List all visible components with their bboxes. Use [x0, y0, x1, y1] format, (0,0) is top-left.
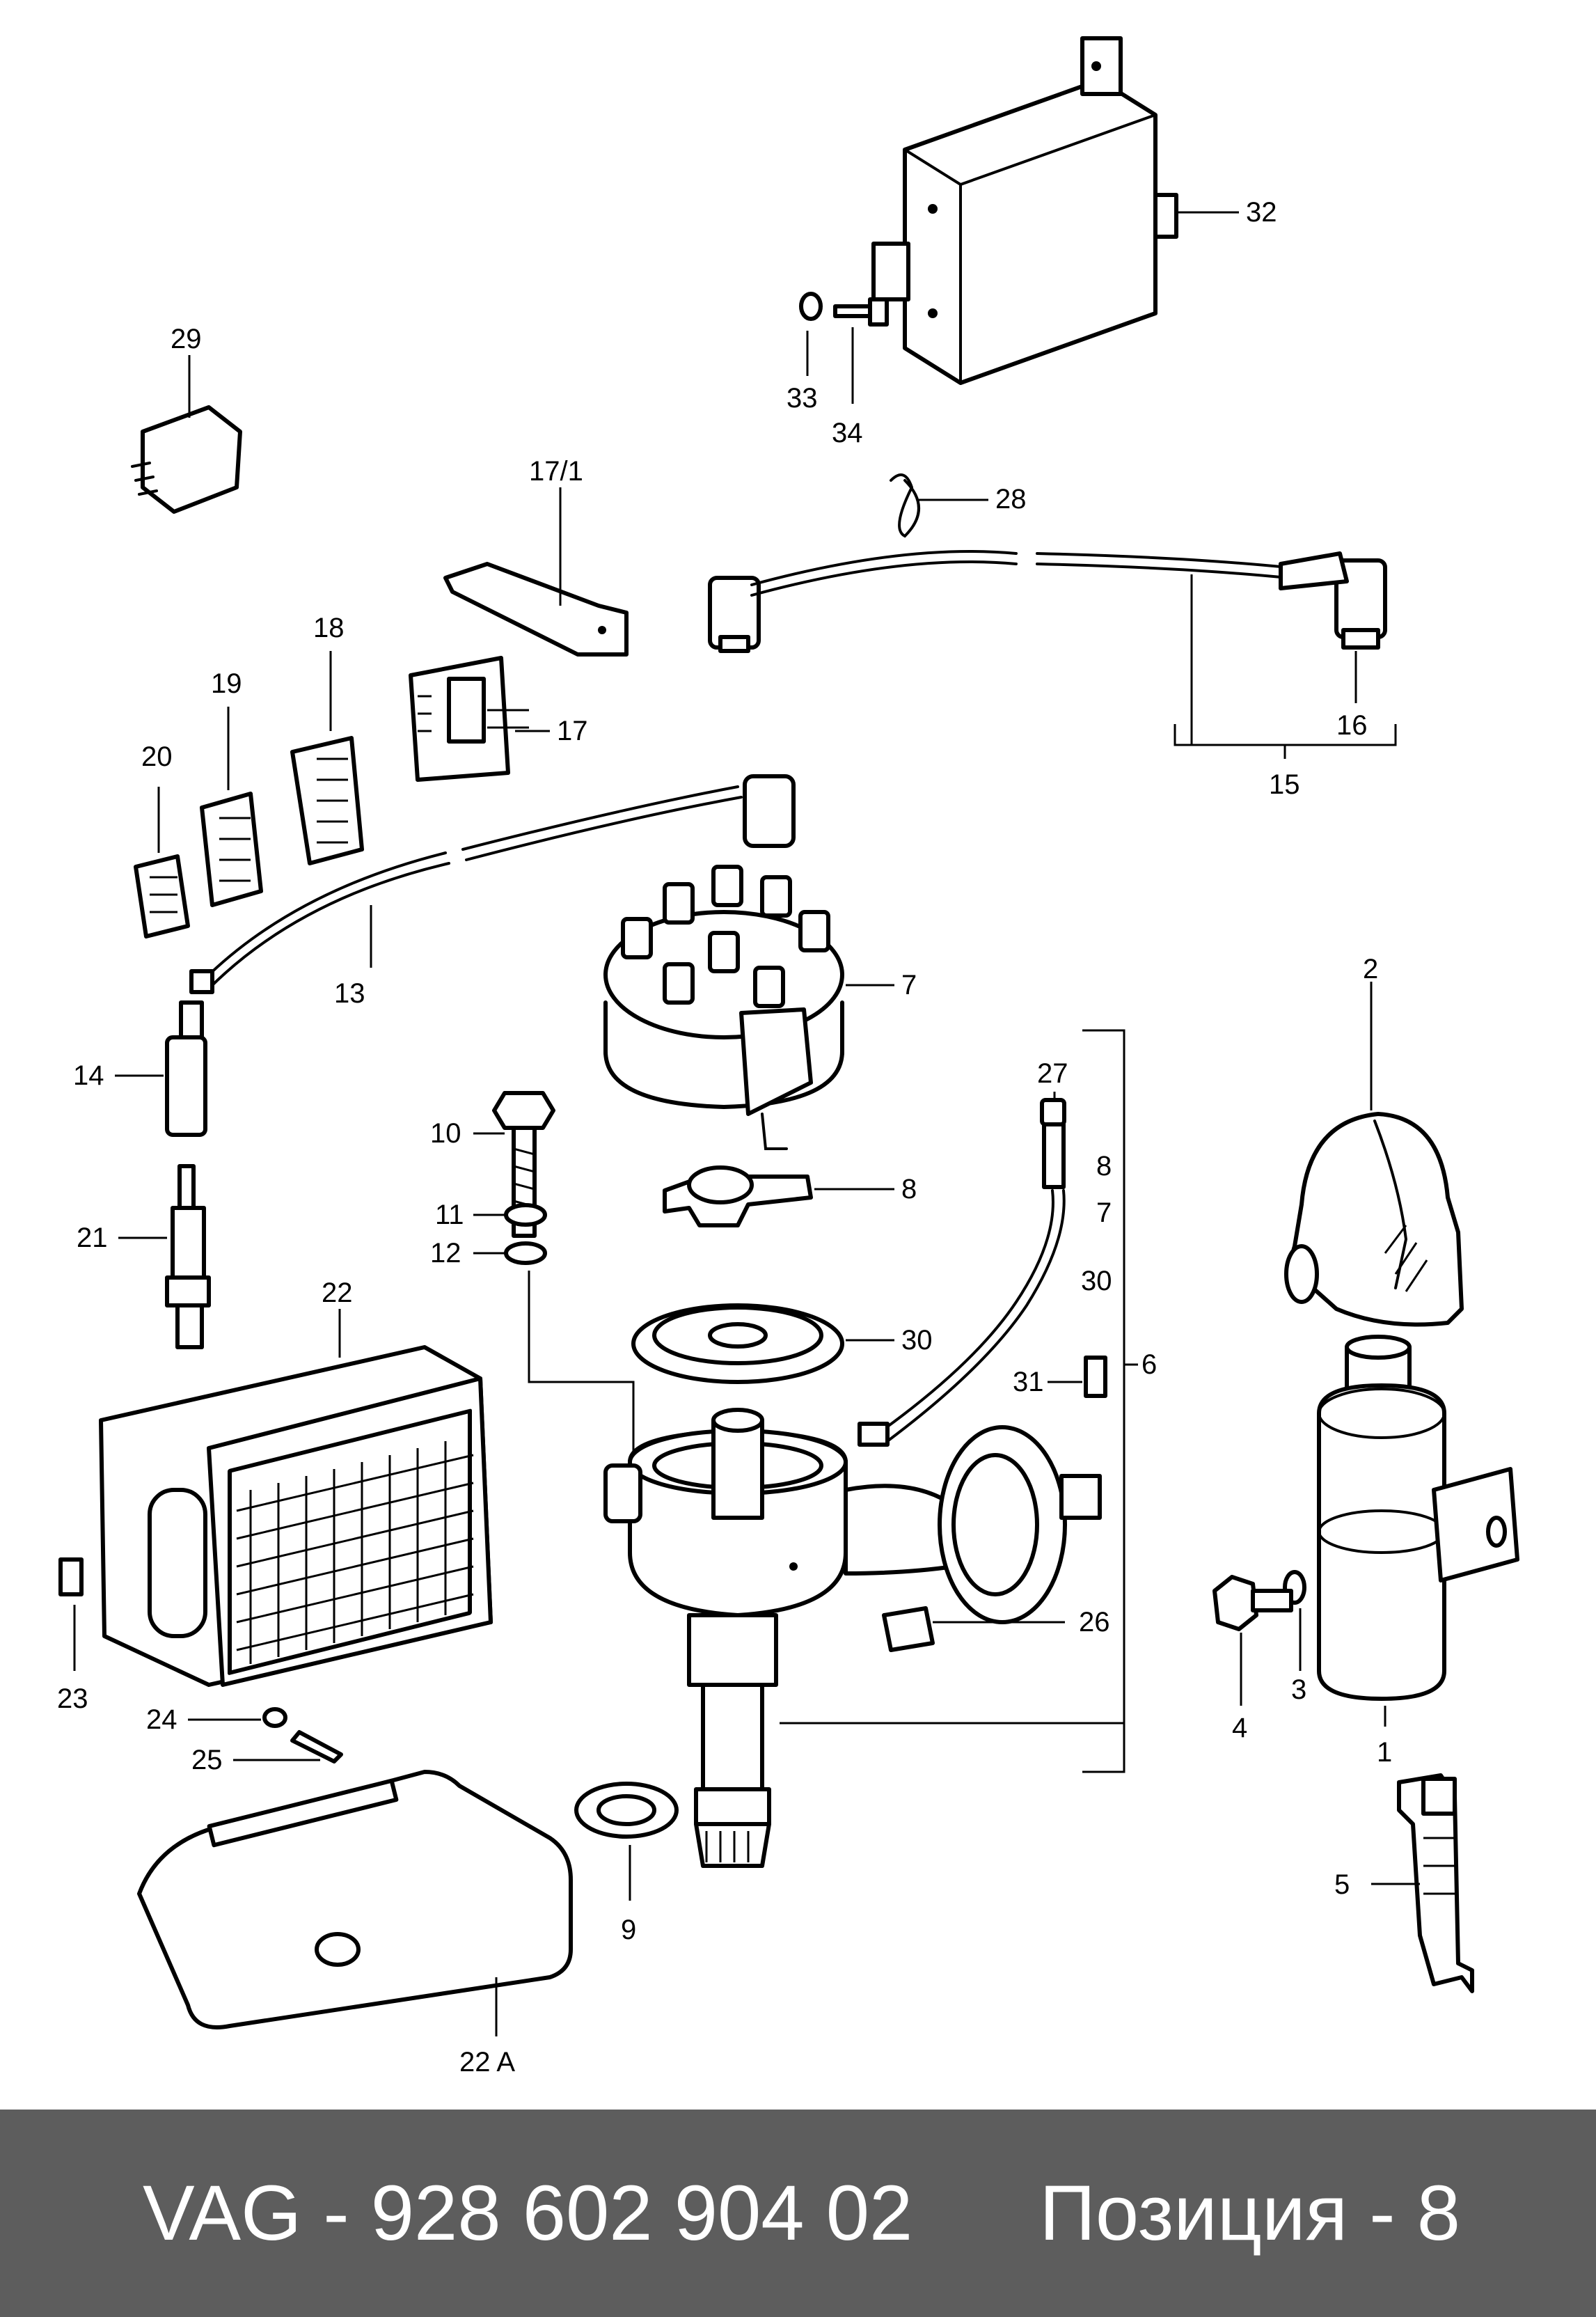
shim-part — [574, 1782, 679, 1839]
label-30b: 30 — [1081, 1266, 1112, 1296]
lock-washer-part — [504, 1203, 547, 1227]
label-30a: 30 — [901, 1325, 933, 1356]
label-11: 11 — [435, 1200, 464, 1230]
label-17: 17 — [557, 716, 588, 746]
coil-lead-part — [189, 774, 796, 994]
distributor-cap-part — [603, 865, 844, 1150]
clip-23-part — [58, 1557, 84, 1596]
label-9: 9 — [621, 1915, 636, 1945]
label-8b: 8 — [1096, 1151, 1112, 1181]
clip-part — [890, 473, 920, 538]
label-5: 5 — [1334, 1869, 1350, 1900]
dust-cover-part — [631, 1303, 844, 1384]
label-17-1: 17/1 — [529, 456, 583, 487]
label-25: 25 — [191, 1745, 223, 1775]
label-27: 27 — [1037, 1058, 1068, 1089]
label-32: 32 — [1246, 197, 1277, 228]
wire-separator-19-part — [200, 792, 263, 907]
label-4: 4 — [1232, 1713, 1247, 1743]
label-21: 21 — [77, 1223, 108, 1253]
label-10: 10 — [430, 1118, 461, 1149]
label-22a: 22 A — [459, 2047, 515, 2078]
sensor-lead-part — [858, 1098, 1066, 1447]
label-1: 1 — [1377, 1737, 1392, 1768]
label-26: 26 — [1079, 1607, 1110, 1637]
ignition-parts-diagram: 32 33 34 29 28 16 15 17/1 — [57, 36, 1519, 2078]
washer-24-part — [262, 1707, 287, 1728]
label-6: 6 — [1141, 1349, 1157, 1380]
ignition-control-unit-part — [99, 1345, 493, 1687]
washer-12-part — [504, 1241, 547, 1265]
bracket-part — [443, 562, 629, 657]
rotor-part — [663, 1165, 813, 1227]
footer-bar: VAG - 928 602 904 02 Позиция - 8 — [0, 2110, 1596, 2317]
label-33: 33 — [787, 383, 818, 414]
position-label: Позиция - 8 — [1039, 2169, 1460, 2256]
sensor-plug-part — [1084, 1356, 1107, 1398]
label-8a: 8 — [901, 1174, 917, 1204]
connector-plug-part — [131, 405, 242, 514]
label-29: 29 — [171, 324, 202, 354]
part-number: VAG - 928 602 904 02 — [143, 2169, 913, 2256]
screw-25-part — [290, 1730, 343, 1764]
label-15: 15 — [1269, 769, 1300, 800]
control-unit-part — [871, 36, 1178, 385]
bolt-4-part — [1212, 1575, 1293, 1631]
label-7b: 7 — [1096, 1197, 1112, 1228]
vacuum-unit-part — [844, 1425, 1102, 1652]
label-31: 31 — [1013, 1367, 1044, 1397]
label-3: 3 — [1291, 1674, 1306, 1705]
distributor-body-part — [603, 1408, 848, 1868]
coil-cover-part — [1284, 1112, 1464, 1327]
wire-separator-18-part — [290, 736, 364, 865]
label-24: 24 — [146, 1704, 177, 1735]
label-23: 23 — [57, 1683, 88, 1714]
label-2: 2 — [1363, 954, 1378, 984]
resistor-part — [1397, 1773, 1474, 1993]
spark-plug-part — [165, 1164, 211, 1349]
label-28: 28 — [995, 484, 1027, 515]
ignition-coil-part — [1317, 1335, 1519, 1701]
label-7a: 7 — [901, 970, 917, 1000]
washer-part — [799, 292, 823, 321]
label-18: 18 — [313, 613, 345, 643]
label-20: 20 — [141, 741, 173, 772]
label-12: 12 — [430, 1238, 461, 1269]
wire-separator-20-part — [134, 854, 190, 938]
label-14: 14 — [73, 1060, 104, 1091]
label-22: 22 — [322, 1278, 353, 1308]
plug-connector-part — [165, 1000, 207, 1137]
wire-separator-17-part — [409, 656, 529, 782]
ignition-lead-part — [708, 550, 1387, 653]
label-13: 13 — [334, 978, 365, 1009]
label-19: 19 — [211, 668, 242, 699]
cover-part — [137, 1770, 573, 2029]
label-34: 34 — [832, 418, 863, 448]
label-16: 16 — [1336, 710, 1368, 741]
